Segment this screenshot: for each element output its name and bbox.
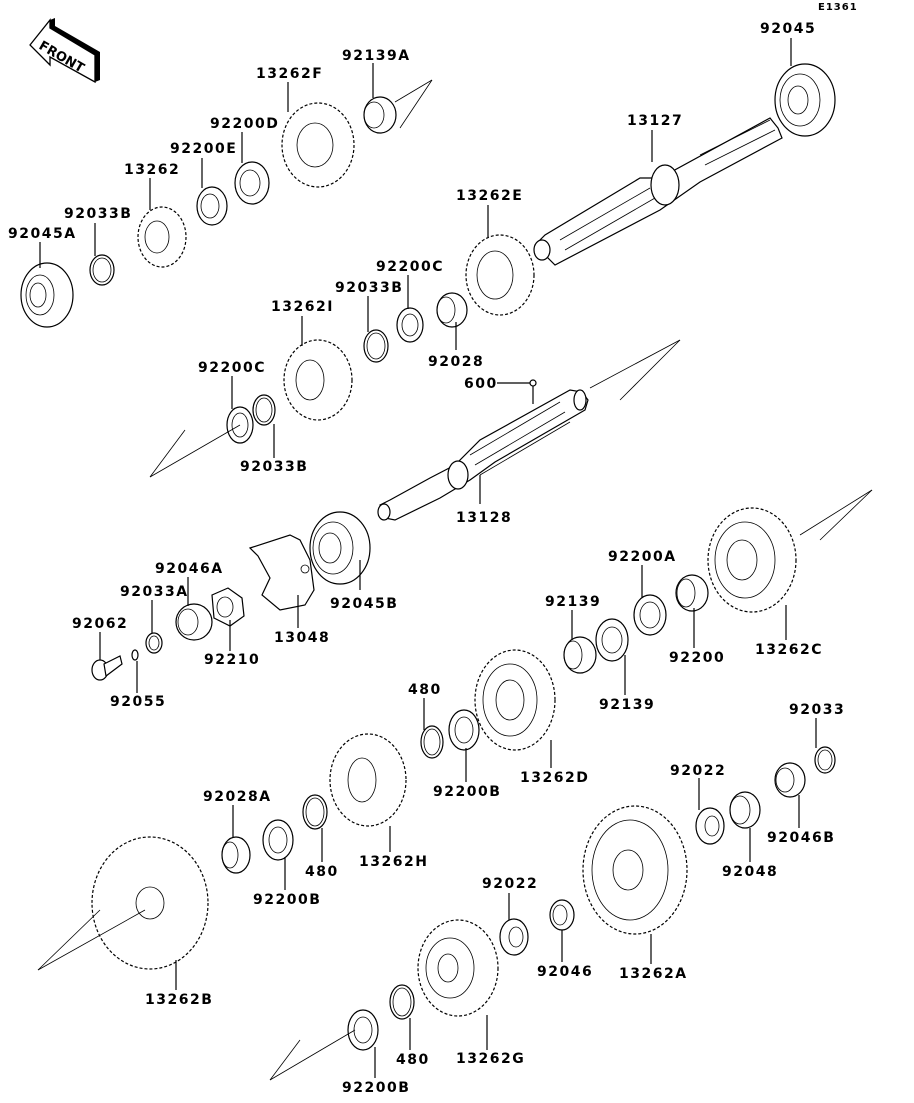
part-92139-2[interactable]: 92200	[669, 574, 725, 666]
part-92033B-2[interactable]: 92033B	[335, 280, 403, 363]
part-13262A[interactable]: 13262A	[582, 805, 688, 982]
part-92139A[interactable]: 92139A	[342, 48, 433, 134]
label-92046A: 92046A	[155, 561, 224, 577]
label-13262A: 13262A	[619, 966, 688, 982]
part-13048[interactable]: 13048	[248, 534, 330, 646]
label-92033B-2: 92033B	[335, 280, 403, 296]
part-92033[interactable]: 92033	[789, 702, 845, 774]
label-13262H: 13262H	[359, 854, 428, 870]
label-13262F: 13262F	[256, 66, 323, 82]
label-13262B: 13262B	[145, 992, 213, 1008]
label-13262D: 13262D	[520, 770, 589, 786]
part-92046A[interactable]: 92046A	[155, 561, 224, 641]
part-92062[interactable]: 92062	[72, 616, 128, 681]
part-13262B[interactable]: 13262B	[37, 836, 213, 1008]
part-13262I[interactable]: 13262I	[271, 299, 353, 421]
label-92055: 92055	[110, 694, 166, 710]
label-92045B: 92045B	[330, 596, 398, 612]
label-92200D: 92200D	[210, 116, 279, 132]
label-92028: 92028	[428, 354, 484, 370]
label-92022-1: 92022	[670, 763, 726, 779]
label-92139A: 92139A	[342, 48, 411, 64]
part-92055[interactable]: 92055	[110, 649, 166, 710]
part-92048[interactable]: 92048	[722, 791, 778, 880]
part-13262F[interactable]: 13262F	[256, 66, 355, 188]
part-92045[interactable]: 92045	[760, 21, 836, 137]
part-480-2[interactable]: 480	[302, 794, 339, 880]
label-13127: 13127	[627, 113, 683, 129]
part-480-1[interactable]: 480	[408, 682, 444, 759]
part-13262G[interactable]: 13262G	[417, 919, 525, 1067]
front-arrow-icon: FRONT	[29, 18, 100, 84]
label-13262: 13262	[124, 162, 180, 178]
label-92200B-1: 92200B	[433, 784, 501, 800]
part-92046B[interactable]: 92046B	[767, 762, 835, 846]
label-92046: 92046	[537, 964, 593, 980]
label-92200C-2: 92200C	[198, 360, 266, 376]
diagram-code: E1361	[818, 2, 858, 13]
label-92045A: 92045A	[8, 226, 77, 242]
part-92200B-1[interactable]: 92200B	[433, 709, 501, 800]
part-480-3[interactable]: 480	[389, 984, 430, 1068]
label-92046B: 92046B	[767, 830, 835, 846]
label-13262G: 13262G	[456, 1051, 525, 1067]
part-92046[interactable]: 92046	[537, 899, 593, 980]
label-13262C: 13262C	[755, 642, 823, 658]
part-92200C-2[interactable]: 92200C	[149, 360, 266, 478]
label-92033B-3: 92033B	[240, 459, 308, 475]
label-92200C-1: 92200C	[376, 259, 444, 275]
part-92200C-1[interactable]: 92200C	[376, 259, 444, 343]
label-92200B-2: 92200B	[253, 892, 321, 908]
part-13128[interactable]: 13128	[377, 339, 681, 526]
label-13128: 13128	[456, 510, 512, 526]
label-92045: 92045	[760, 21, 816, 37]
label-92200: 92139	[599, 697, 655, 713]
part-13262E[interactable]: 13262E	[456, 188, 535, 316]
part-13262C[interactable]: 13262C	[707, 489, 873, 658]
label-92200B-3: 92200B	[342, 1080, 410, 1096]
part-92022-1[interactable]: 92022	[670, 763, 726, 845]
label-92033: 92033	[789, 702, 845, 718]
part-92200B-3[interactable]: 92200B	[269, 1009, 410, 1096]
label-92200E: 92200E	[170, 141, 237, 157]
part-92028A[interactable]: 92028A	[203, 789, 272, 874]
part-92045A[interactable]: 92045A	[8, 226, 77, 328]
part-92033B-3[interactable]: 92033B	[240, 394, 308, 475]
part-92033B-1[interactable]: 92033B	[64, 206, 132, 286]
part-92200A[interactable]: 92200A	[608, 549, 677, 636]
label-92033B-1: 92033B	[64, 206, 132, 222]
part-600[interactable]: 600	[464, 376, 537, 404]
label-13262I: 13262I	[271, 299, 334, 315]
label-600: 600	[464, 376, 498, 392]
part-13262D[interactable]: 13262D	[474, 649, 589, 786]
label-92200A: 92200A	[608, 549, 677, 565]
part-92045B[interactable]: 92045B	[309, 511, 398, 612]
part-92210[interactable]: 92210	[204, 587, 260, 668]
label-92062: 92062	[72, 616, 128, 632]
part-92200[interactable]: 92139	[595, 618, 655, 713]
label-13048: 13048	[274, 630, 330, 646]
label-480-2: 480	[305, 864, 339, 880]
part-13127[interactable]: 13127	[533, 113, 783, 266]
label-92139-2: 92200	[669, 650, 725, 666]
part-92033A[interactable]: 92033A	[120, 584, 189, 654]
label-13262E: 13262E	[456, 188, 523, 204]
part-92028[interactable]: 92028	[428, 292, 484, 370]
label-480-3: 480	[396, 1052, 430, 1068]
label-92033A: 92033A	[120, 584, 189, 600]
label-92022-2: 92022	[482, 876, 538, 892]
label-480-1: 480	[408, 682, 442, 698]
part-92200E[interactable]: 92200E	[170, 141, 237, 226]
part-92139-1[interactable]: 92139	[545, 594, 601, 674]
part-92200B-2[interactable]: 92200B	[253, 819, 321, 908]
part-92200D[interactable]: 92200D	[210, 116, 279, 205]
label-92139-1: 92139	[545, 594, 601, 610]
part-13262[interactable]: 13262	[124, 162, 187, 268]
part-13262H[interactable]: 13262H	[329, 733, 428, 870]
label-92028A: 92028A	[203, 789, 272, 805]
label-92048: 92048	[722, 864, 778, 880]
label-92210: 92210	[204, 652, 260, 668]
part-92022-2[interactable]: 92022	[482, 876, 538, 956]
